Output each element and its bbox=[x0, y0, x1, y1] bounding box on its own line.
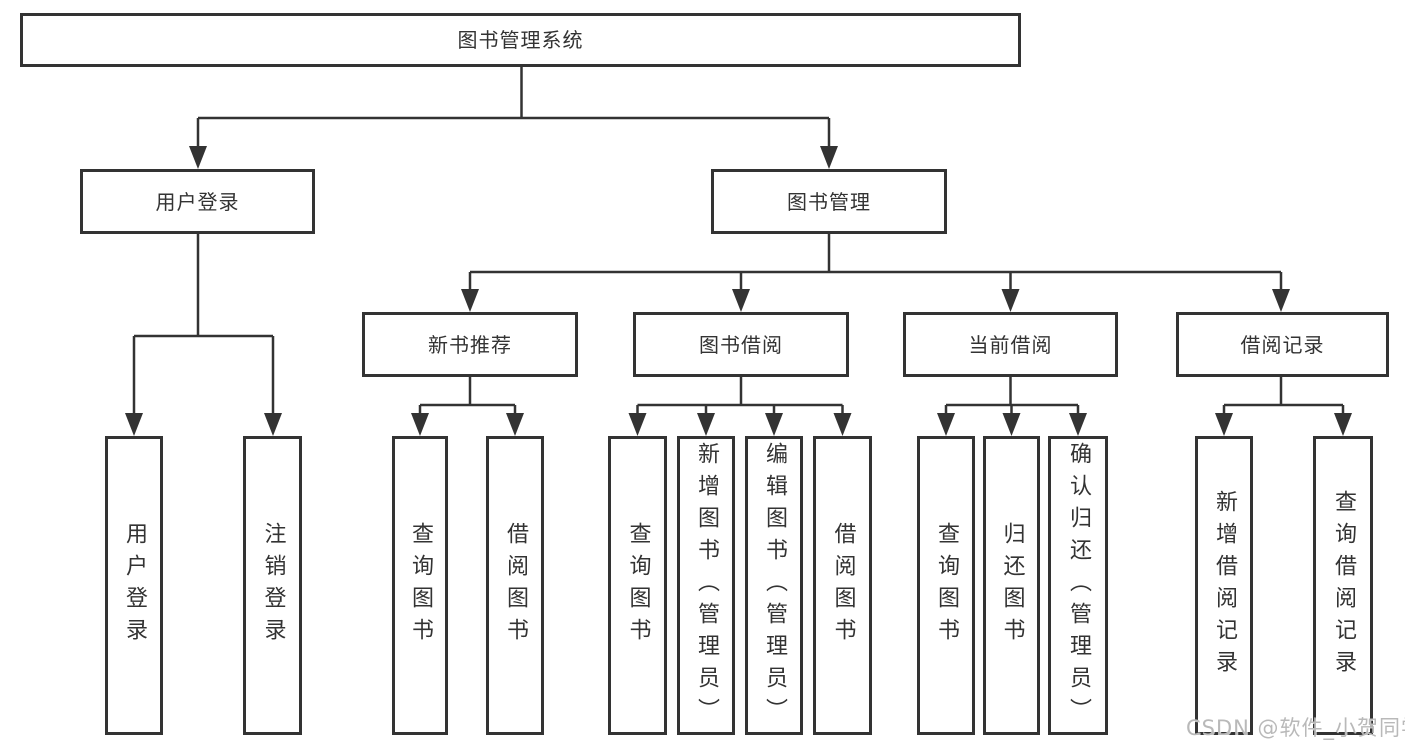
node-root-library-system: 图书管理系统 bbox=[20, 13, 1021, 67]
node-book-borrow: 图书借阅 bbox=[633, 312, 849, 377]
watermark: CSDN @软件_小贺同学 bbox=[1186, 716, 1405, 740]
leaf-user-login: 用户登录 bbox=[105, 436, 163, 735]
leaf-borrow-books: 借阅图书 bbox=[813, 436, 872, 735]
leaf-borrow-books-recommend: 借阅图书 bbox=[486, 436, 544, 735]
node-new-book-recommend: 新书推荐 bbox=[362, 312, 578, 377]
leaf-confirm-return-admin: 确认归还（管理员） bbox=[1048, 436, 1108, 735]
leaf-return-books: 归还图书 bbox=[983, 436, 1040, 735]
node-user-login: 用户登录 bbox=[80, 169, 315, 234]
leaf-add-borrow-record: 新增借阅记录 bbox=[1195, 436, 1253, 735]
leaf-add-books-admin: 新增图书（管理员） bbox=[677, 436, 735, 735]
node-borrow-record: 借阅记录 bbox=[1176, 312, 1389, 377]
leaf-query-borrow-record: 查询借阅记录 bbox=[1313, 436, 1373, 735]
leaf-logout: 注销登录 bbox=[243, 436, 302, 735]
leaf-query-books-borrow: 查询图书 bbox=[608, 436, 667, 735]
node-book-management: 图书管理 bbox=[711, 169, 947, 234]
leaf-query-books-recommend: 查询图书 bbox=[392, 436, 448, 735]
leaf-query-books-current: 查询图书 bbox=[917, 436, 975, 735]
leaf-edit-books-admin: 编辑图书（管理员） bbox=[745, 436, 803, 735]
node-current-borrow: 当前借阅 bbox=[903, 312, 1118, 377]
